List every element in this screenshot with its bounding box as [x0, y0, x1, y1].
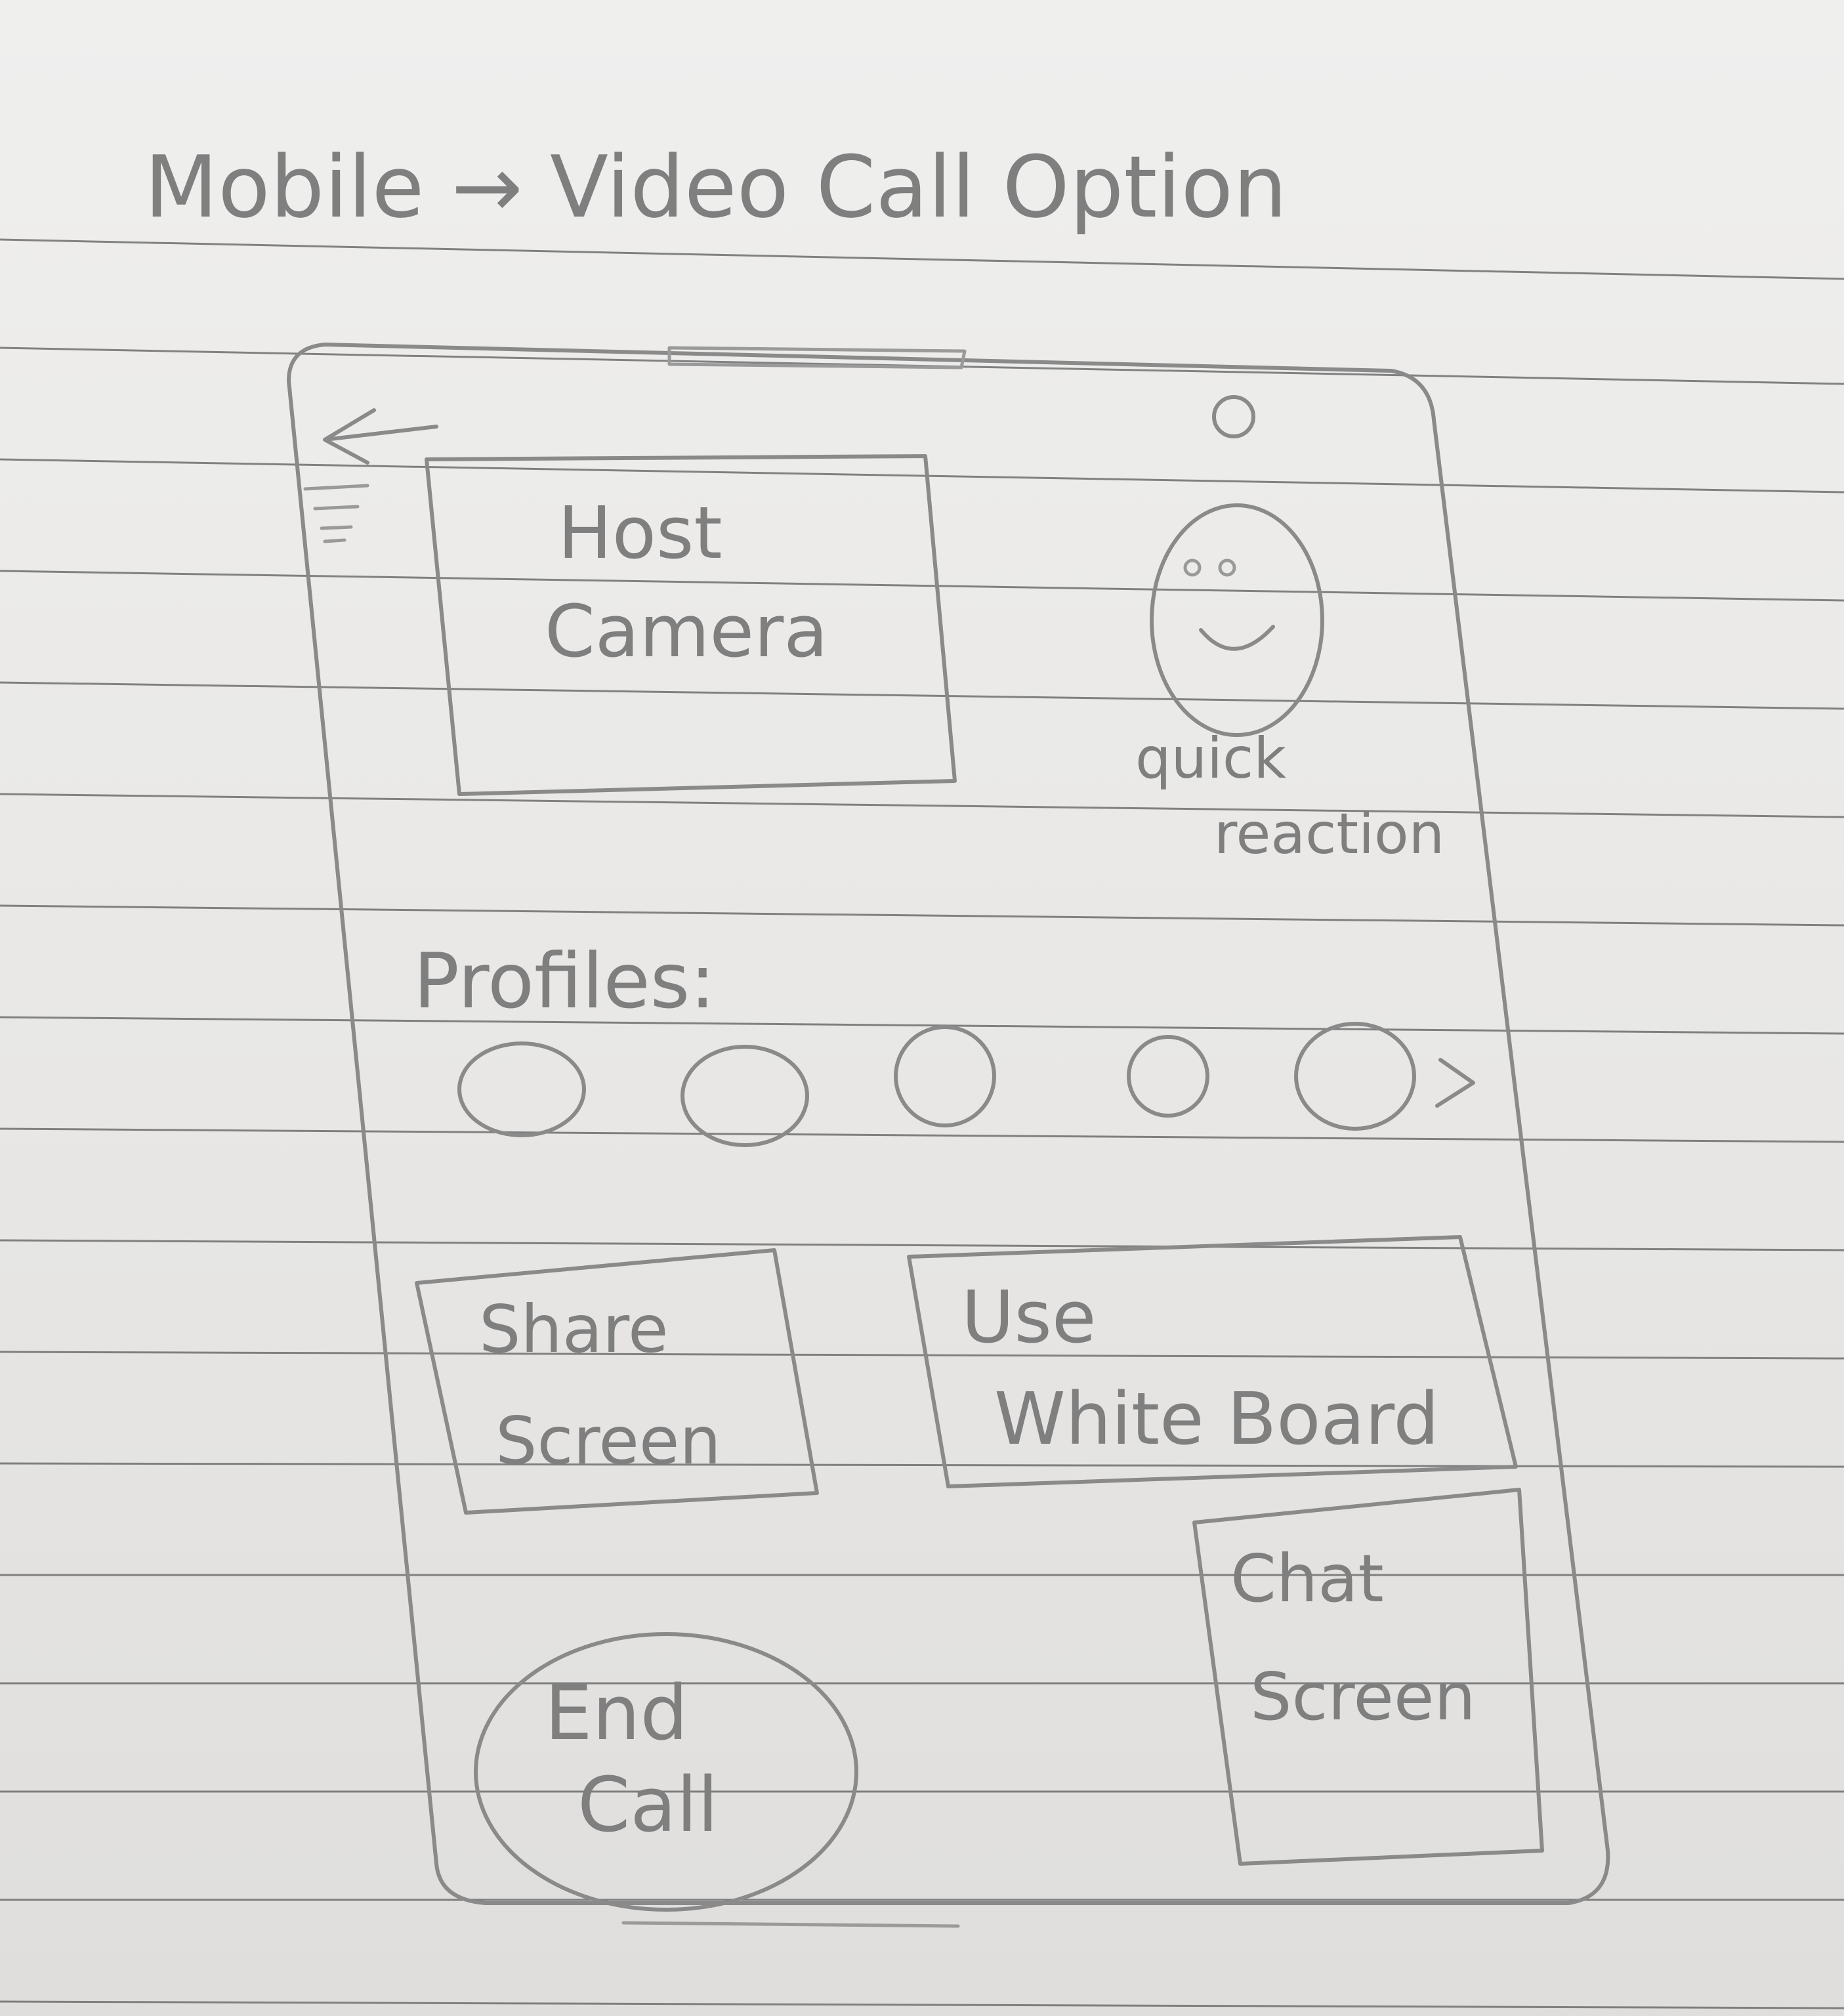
whiteboard-label-line2: White Board [994, 1377, 1439, 1461]
quick-reaction-label-line2: reaction [1214, 801, 1444, 867]
sketch-title: Mobile → Video Call Option [144, 137, 1287, 237]
profile-avatar[interactable] [1127, 1035, 1209, 1118]
host-camera-label-line1: Host [558, 491, 722, 575]
profiles-row [457, 1022, 1475, 1147]
profile-avatar[interactable] [894, 1025, 996, 1127]
quick-reaction-button[interactable]: quick reaction [1135, 503, 1444, 867]
quick-reaction-label-line1: quick [1135, 726, 1286, 791]
host-camera-label-line2: Camera [545, 589, 828, 673]
share-screen-label-line2: Screen [495, 1402, 721, 1479]
chat-screen-label-line1: Chat [1230, 1540, 1384, 1617]
host-camera-view: Host Camera [425, 454, 957, 796]
end-call-label-line1: End [545, 1670, 688, 1757]
phone-frame [287, 343, 1610, 1928]
profile-avatar[interactable] [681, 1045, 809, 1147]
share-screen-label-line1: Share [479, 1291, 669, 1368]
end-call-button[interactable]: End Call [474, 1632, 858, 1912]
chat-screen-button[interactable]: Chat Screen [1192, 1488, 1544, 1866]
smiley-face-icon [1150, 503, 1324, 737]
hamburger-menu-icon[interactable] [303, 484, 369, 543]
chat-screen-label-line2: Screen [1250, 1658, 1476, 1735]
end-call-label-line2: Call [577, 1761, 719, 1849]
whiteboard-label-line1: Use [961, 1275, 1097, 1359]
chevron-right-icon[interactable] [1435, 1058, 1475, 1108]
front-camera-icon [1212, 395, 1255, 438]
ruled-lines [0, 238, 1844, 2009]
profile-avatar[interactable] [457, 1041, 586, 1137]
back-arrow-icon[interactable] [323, 408, 438, 465]
profiles-label: Profiles: [413, 937, 715, 1026]
share-screen-button[interactable]: Share Screen [415, 1248, 819, 1515]
whiteboard-button[interactable]: Use White Board [907, 1235, 1518, 1488]
profile-avatar[interactable] [1294, 1022, 1416, 1131]
